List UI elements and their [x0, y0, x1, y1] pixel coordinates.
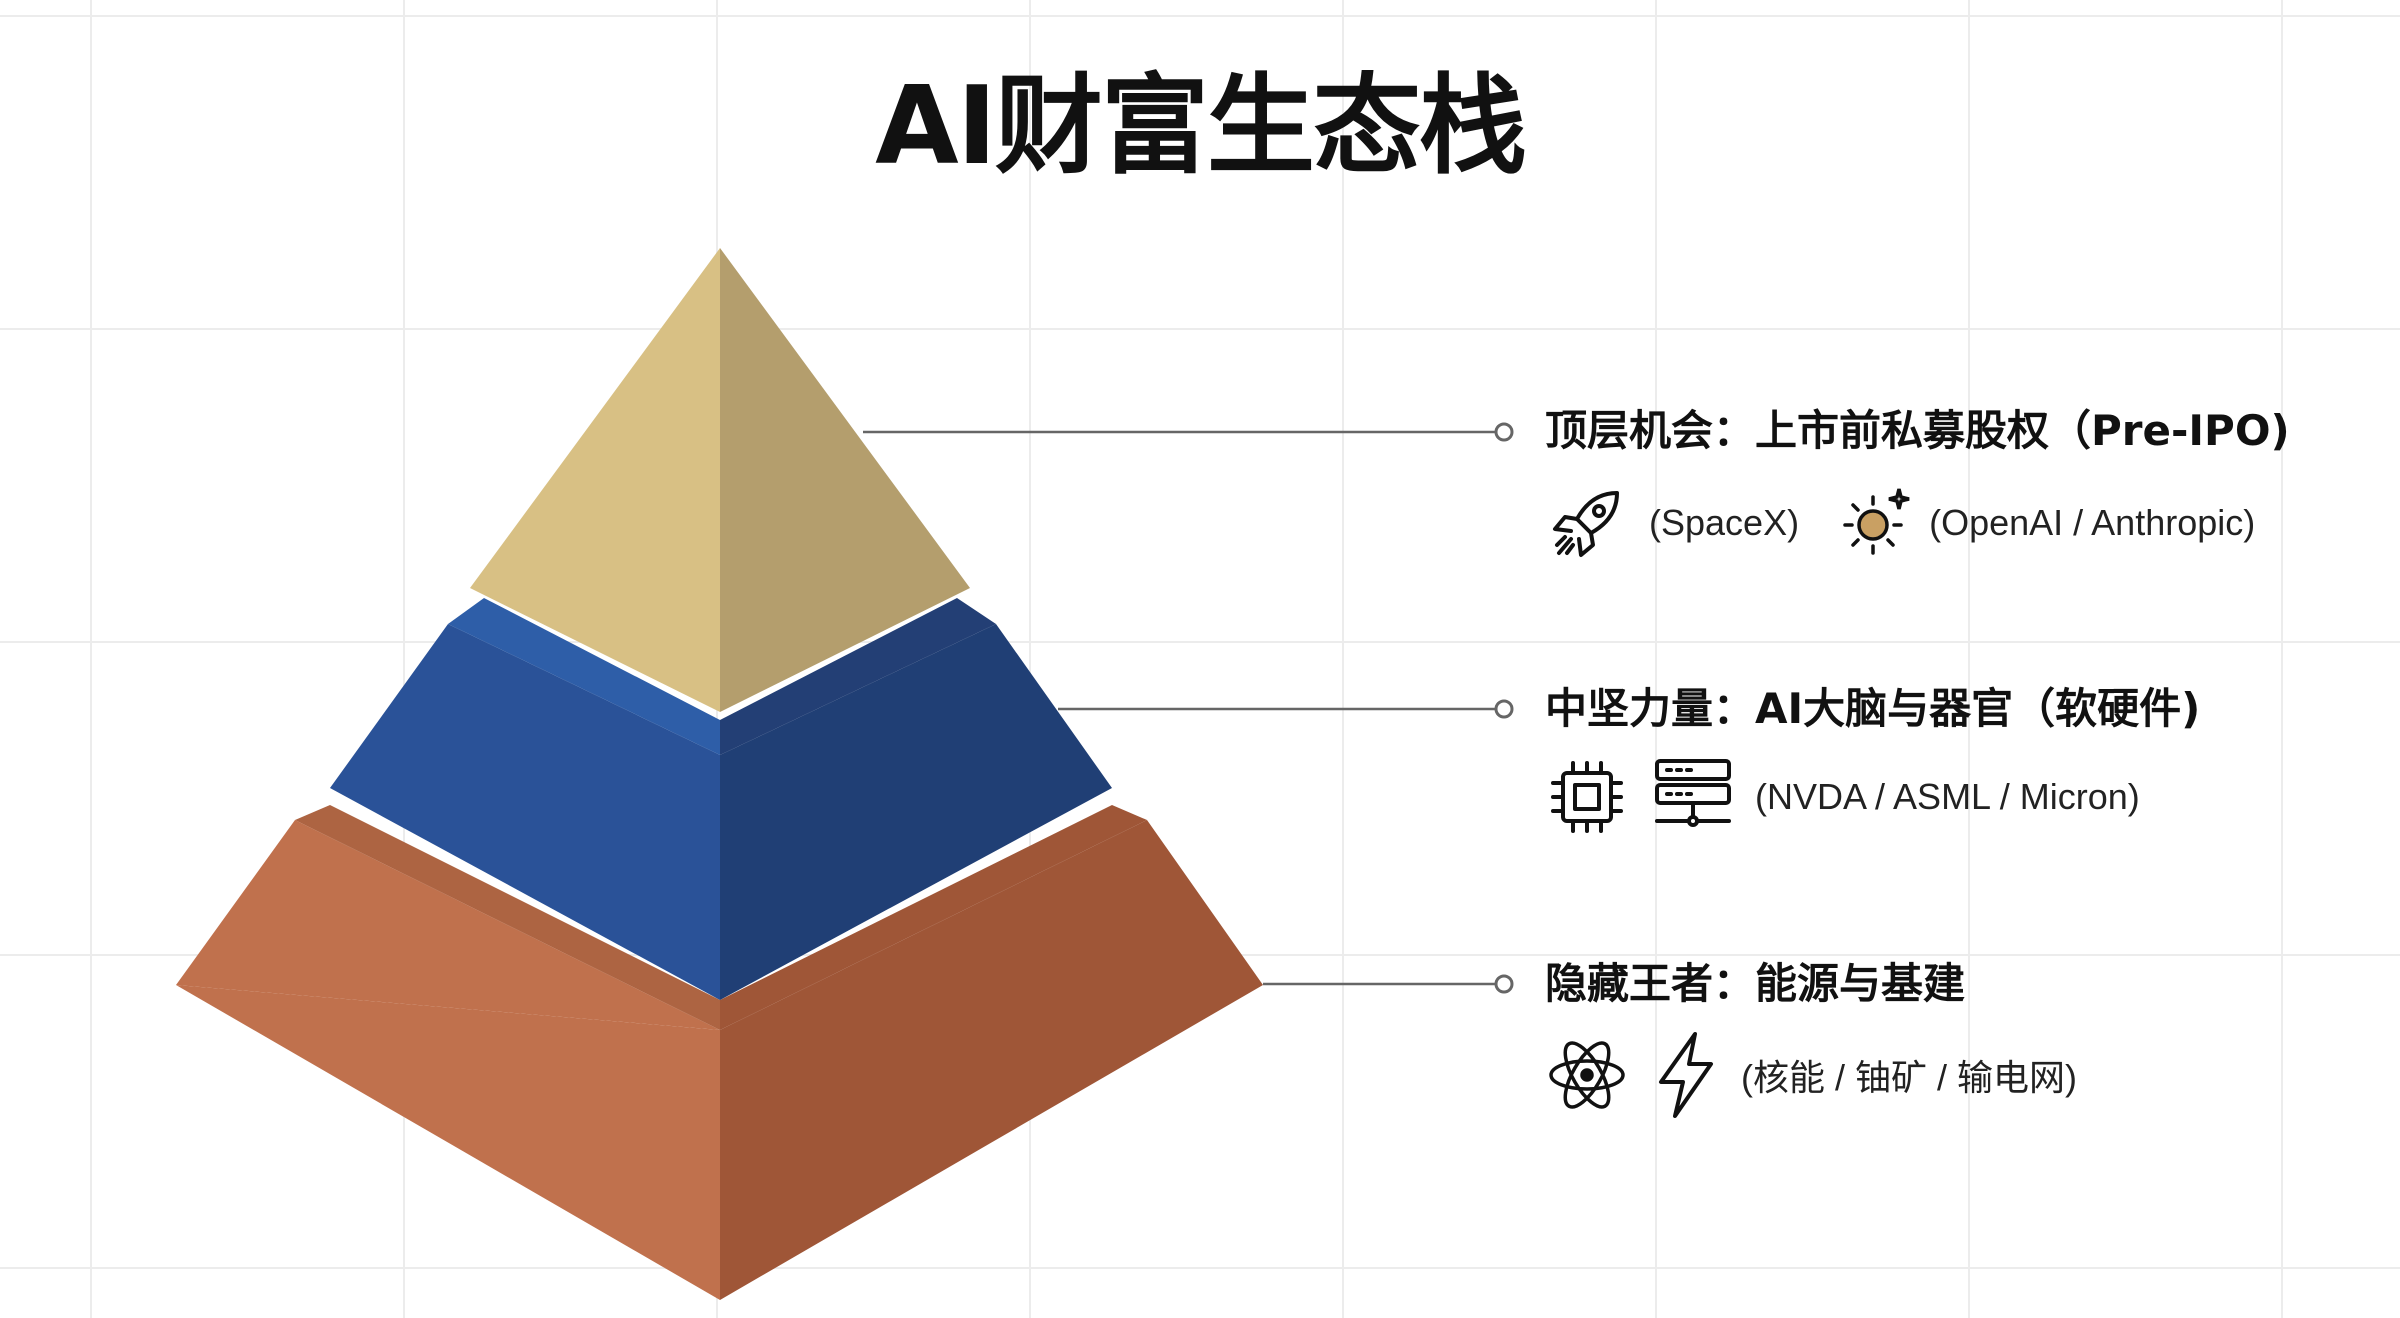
tier-item-nvda-asml-micron: (NVDA / ASML / Micron) — [1755, 776, 2140, 817]
tier-row-top: (SpaceX) (OpenAI / Anthropic) — [1545, 478, 2255, 568]
sun-icon — [1835, 483, 1915, 563]
lightning-icon — [1651, 1030, 1721, 1120]
tier-heading-bottom: 隐藏王者：能源与基建 — [1545, 959, 1966, 1008]
server-icon — [1651, 755, 1735, 839]
tier-heading-middle: 中坚力量：AI大脑与器官（软硬件) — [1545, 684, 2201, 733]
tier-item-openai-anthropic: (OpenAI / Anthropic) — [1929, 502, 2256, 543]
pyramid-tier-top — [470, 248, 970, 712]
pyramid-tier-bottom — [176, 805, 1263, 1300]
tier-item-spacex: (SpaceX) — [1649, 502, 1800, 543]
leader-line-top — [863, 422, 1514, 442]
atom-icon — [1545, 1033, 1629, 1117]
tier-row-middle: (NVDA / ASML / Micron) — [1545, 752, 2140, 842]
tier-row-bottom: (核能 / 铀矿 / 输电网) — [1545, 1030, 2077, 1120]
rocket-icon — [1545, 481, 1629, 565]
tier-heading-top: 顶层机会：上市前私募股权（Pre-IPO) — [1545, 406, 2290, 455]
page-title: AI财富生态栈 — [875, 64, 1527, 189]
leader-line-bottom — [1263, 974, 1514, 994]
leader-line-middle — [1058, 699, 1514, 719]
chip-icon — [1545, 755, 1629, 839]
pyramid-tier-middle — [330, 598, 1112, 1000]
tier-item-energy-infra: (核能 / 铀矿 / 输电网) — [1741, 1057, 2077, 1098]
